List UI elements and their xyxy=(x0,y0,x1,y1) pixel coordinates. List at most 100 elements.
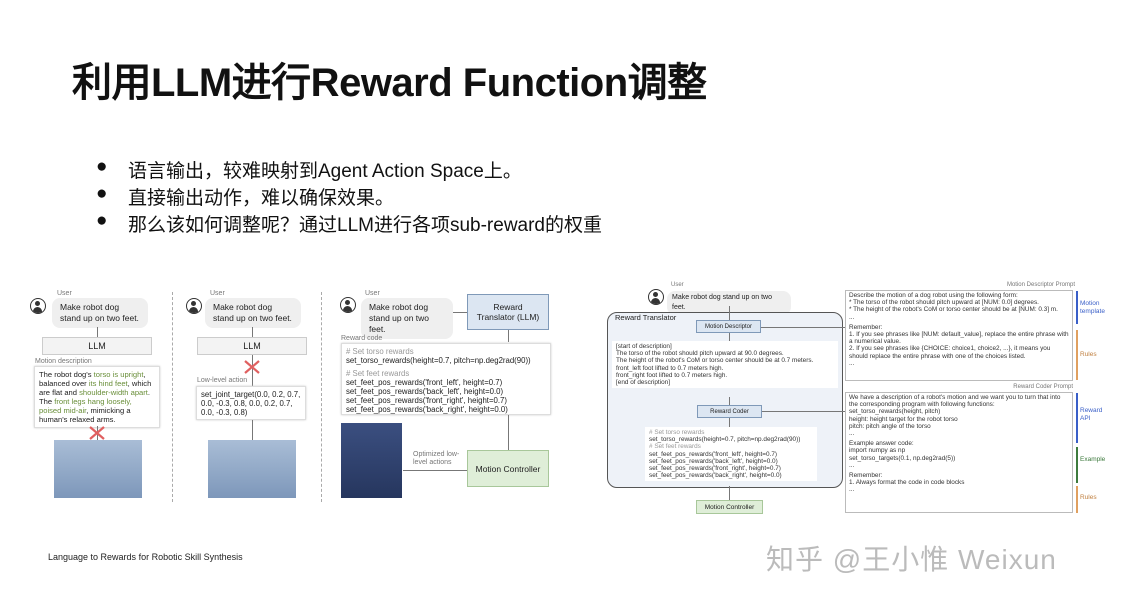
bullet-dot: ● xyxy=(96,156,108,177)
rc-prompt-label: Reward Coder Prompt xyxy=(1013,384,1073,390)
text-line: import numpy as np xyxy=(849,447,906,455)
low-level-action-box: set_joint_target(0.0, 0.2, 0.7, 0.0, -0.… xyxy=(196,386,306,420)
bullet-dot: ● xyxy=(96,183,108,204)
text-line: The torso of the robot should pitch upwa… xyxy=(616,350,784,358)
text-line: ... xyxy=(849,430,855,438)
text-span: , mimicking a human's relaxed arms. xyxy=(39,406,131,424)
tag-reward-api: Reward API xyxy=(1080,407,1103,422)
motion-controller-box: Motion Controller xyxy=(696,500,763,514)
reward-translator-label: Reward Translator xyxy=(615,313,677,322)
text-line: # Set feet rewards xyxy=(649,443,701,451)
reward-translator-box: Reward Translator (LLM) xyxy=(467,294,549,330)
watermark: 知乎 @王小惟 Weixun xyxy=(766,544,1057,575)
text-line: front_right foot lifted to 0.7 meters hi… xyxy=(616,371,728,379)
motion-description-output: [start of description]The torso of the r… xyxy=(612,341,838,389)
highlight-phrase: shoulder-width apart xyxy=(79,388,148,397)
cross-icon xyxy=(89,426,105,440)
text-line: 2. If you see phrases like {CHOICE: choi… xyxy=(849,345,1051,360)
bullet-dot: ● xyxy=(96,210,108,231)
text-line: We have a description of a robot's motio… xyxy=(849,394,1061,409)
text-span: . The xyxy=(39,388,151,406)
bullet-3: ● 那么该如何调整呢？通过LLM进行各项sub-reward的权重 xyxy=(96,210,602,237)
text-line: set_feet_pos_rewards('front_right', heig… xyxy=(649,465,781,473)
highlight-phrase: torso is upright xyxy=(93,370,144,379)
tag-rules: Rules xyxy=(1080,351,1097,358)
llm-box: LLM xyxy=(197,337,307,355)
tag-example: Example xyxy=(1080,456,1106,463)
text-line: set_feet_pos_rewards('front_left', heigh… xyxy=(649,450,778,458)
low-level-action-label: Low-level action xyxy=(197,377,248,384)
reward-coder-box: Reward Coder xyxy=(697,405,762,418)
reward-code-box: # Set torso rewards set_torso_rewards(he… xyxy=(341,343,551,415)
text-line: Remember: xyxy=(849,323,883,331)
text-line: set_feet_pos_rewards('back_right', heigh… xyxy=(649,472,782,480)
motion-controller-box: Motion Controller xyxy=(467,450,549,487)
text-line: [end of description] xyxy=(616,379,670,387)
text-line: 1. If you see phrases like [NUM: default… xyxy=(849,331,1069,346)
text-line: ... xyxy=(849,486,855,494)
text-line: Example answer code: xyxy=(849,440,914,448)
robot-standing-image xyxy=(341,423,402,498)
tag-rules: Rules xyxy=(1080,494,1097,501)
text-span: The robot dog's xyxy=(39,370,94,379)
code-line: set_feet_pos_rewards('front_left', heigh… xyxy=(346,378,503,387)
slide-title: 利用LLM进行Reward Function调整 xyxy=(72,61,707,105)
user-message: Make robot dog stand up on two feet. xyxy=(361,298,453,339)
code-line: set_feet_pos_rewards('back_right', heigh… xyxy=(346,405,508,414)
divider xyxy=(172,292,173,502)
text-line: ... xyxy=(849,461,855,469)
user-avatar-icon xyxy=(30,298,46,314)
text-line: front_left foot lifted to 0.7 meters hig… xyxy=(616,364,724,372)
text-line: set_torso_rewards(height=0.7, pitch=np.d… xyxy=(649,436,801,444)
user-message: Make robot dog stand up on two feet. xyxy=(205,298,301,328)
md-prompt-label: Motion Descriptor Prompt xyxy=(1006,282,1075,288)
robot-dog-sim-image xyxy=(208,440,296,498)
bullet-1: ● 语言输出，较难映射到Agent Action Space上。 xyxy=(96,156,522,183)
user-avatar-icon xyxy=(340,297,356,313)
robot-dog-sim-image xyxy=(54,440,142,498)
code-comment: # Set torso rewards xyxy=(346,347,414,356)
optimized-actions-label: Optimized low-level actions xyxy=(413,451,460,466)
motion-descriptor-prompt: Describe the motion of a dog robot using… xyxy=(845,290,1073,381)
code-line: set_feet_pos_rewards('front_right', heig… xyxy=(346,396,507,405)
user-label: User xyxy=(671,282,684,288)
motion-description-box: The robot dog's torso is upright, balanc… xyxy=(34,366,160,428)
bullet-text: 那么该如何调整呢？通过LLM进行各项sub-reward的权重 xyxy=(128,215,602,236)
code-comment: # Set feet rewards xyxy=(346,369,410,378)
tag-motion-template: Motion template xyxy=(1080,300,1105,315)
user-avatar-icon xyxy=(186,298,202,314)
motion-descriptor-box: Motion Descriptor xyxy=(696,320,761,333)
user-avatar-icon xyxy=(648,289,664,305)
text-line: ... xyxy=(849,313,855,321)
text-line: * The height of the robot's CoM or torso… xyxy=(849,306,1058,314)
text-line: pitch: pitch angle of the torso xyxy=(849,422,931,430)
user-label: User xyxy=(365,290,380,297)
text-line: Remember: xyxy=(849,472,883,480)
text-span: , which are flat and xyxy=(39,379,152,397)
footer-citation: Language to Rewards for Robotic Skill Sy… xyxy=(48,552,243,562)
reward-code-label: Reward code xyxy=(341,335,383,342)
text-line: set_torso_targets(0.1, np.deg2rad(5)) xyxy=(849,454,956,462)
user-label: User xyxy=(210,290,225,297)
text-line: # Set torso rewards xyxy=(649,429,705,436)
text-line: height: height target for the robot tors… xyxy=(849,415,958,423)
cross-icon xyxy=(244,360,260,374)
text-line: ... xyxy=(849,359,855,367)
text-span: , balanced over xyxy=(39,370,146,388)
text-line: [start of description] xyxy=(616,343,672,350)
text-line: set_feet_pos_rewards('back_left', height… xyxy=(649,457,778,465)
reward-coder-prompt: We have a description of a robot's motio… xyxy=(845,392,1073,513)
code-line: set_feet_pos_rewards('back_left', height… xyxy=(346,387,504,396)
divider xyxy=(321,292,322,502)
user-label: User xyxy=(57,290,72,297)
bullet-text: 语言输出，较难映射到Agent Action Space上。 xyxy=(128,161,522,182)
text-line: The height of the robot's CoM or torso c… xyxy=(616,357,814,365)
motion-description-label: Motion description xyxy=(35,358,92,365)
text-line: * The torso of the robot should pitch up… xyxy=(849,299,1039,307)
text-line: Describe the motion of a dog robot using… xyxy=(849,292,1018,299)
llm-box: LLM xyxy=(42,337,152,355)
highlight-phrase: front legs hang loosely, poised mid-air xyxy=(39,397,132,415)
user-message: Make robot dog stand up on two feet. xyxy=(52,298,148,328)
bullet-2: ●直接输出动作，难以确保效果。 xyxy=(96,183,394,210)
code-line: set_torso_rewards(height=0.7, pitch=np.d… xyxy=(346,356,531,365)
